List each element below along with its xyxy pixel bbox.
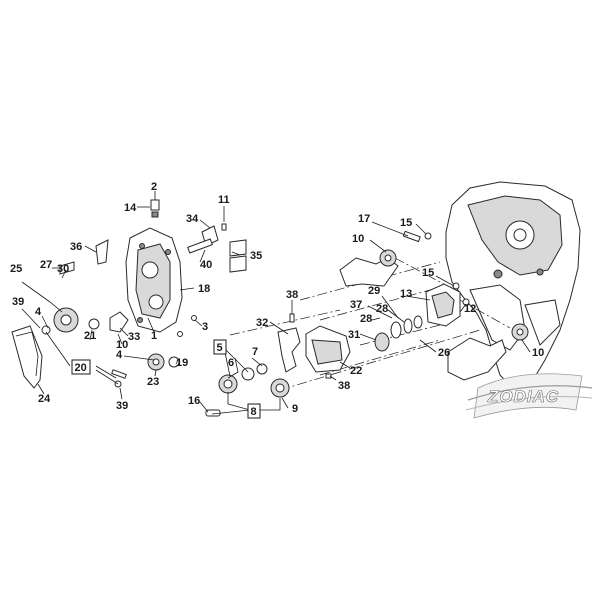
callout-10c: 10 xyxy=(532,347,544,359)
callout-9: 9 xyxy=(292,403,298,415)
callout-39b: 39 xyxy=(116,400,128,412)
bolts-lower-left xyxy=(111,369,127,388)
camshafts xyxy=(339,249,529,381)
callout-19: 19 xyxy=(176,357,188,369)
cam-sprocket xyxy=(41,307,79,335)
callout-28b: 28 xyxy=(360,313,372,325)
callout-4b: 4 xyxy=(116,349,123,361)
callout-39a: 39 xyxy=(12,296,24,308)
crank-sprocket xyxy=(147,353,180,371)
callout-36: 36 xyxy=(70,241,82,253)
callout-18: 18 xyxy=(198,283,210,295)
cam-support-plate xyxy=(125,227,183,333)
oil-pump-assembly xyxy=(205,363,290,417)
callout-32: 32 xyxy=(256,317,268,329)
callout-12: 12 xyxy=(464,303,476,315)
callout-11: 11 xyxy=(218,194,230,206)
callout-29: 29 xyxy=(368,285,380,297)
boxed-callout-label-8: 8 xyxy=(251,406,257,418)
callout-25: 25 xyxy=(10,263,22,275)
callout-40: 40 xyxy=(200,259,212,271)
chain-tensioner xyxy=(277,313,351,379)
callout-22: 22 xyxy=(350,365,362,377)
callout-15b: 15 xyxy=(422,267,434,279)
boxed-callout-8: 8 xyxy=(247,403,261,419)
callout-16: 16 xyxy=(188,395,200,407)
callout-17: 17 xyxy=(358,213,370,225)
callout-3: 3 xyxy=(202,321,208,333)
callout-15a: 15 xyxy=(400,217,412,229)
zodiac-logo: ZODIAC xyxy=(465,373,593,419)
callout-24: 24 xyxy=(38,393,51,405)
callout-10b: 10 xyxy=(352,233,364,245)
callout-34: 34 xyxy=(186,213,199,225)
leader-lines xyxy=(21,191,531,413)
box-connector-lines xyxy=(45,331,281,415)
boxed-callout-20: 20 xyxy=(71,359,91,375)
callout-1: 1 xyxy=(151,330,157,342)
callout-35: 35 xyxy=(250,250,262,262)
callout-26: 26 xyxy=(438,347,450,359)
callout-37: 37 xyxy=(350,299,362,311)
boxed-callout-label-20: 20 xyxy=(75,362,87,374)
callout-31: 31 xyxy=(348,329,360,341)
primary-cam-chain xyxy=(11,325,43,389)
callout-21: 21 xyxy=(84,330,96,342)
callout-14: 14 xyxy=(124,202,137,214)
callout-30: 30 xyxy=(57,263,69,275)
callout-10a: 10 xyxy=(116,339,128,351)
callout-4a: 4 xyxy=(35,306,42,318)
oil-pump xyxy=(374,230,470,352)
boxed-callout-label-5: 5 xyxy=(217,342,223,354)
logo-text: ZODIAC xyxy=(487,387,559,406)
boxed-callout-5: 5 xyxy=(213,339,227,355)
callout-38b: 38 xyxy=(338,380,350,392)
callout-6: 6 xyxy=(228,357,234,369)
callout-7: 7 xyxy=(252,346,258,358)
small-parts-left xyxy=(59,199,247,337)
callout-38a: 38 xyxy=(286,289,298,301)
callout-23: 23 xyxy=(147,376,159,388)
callout-2: 2 xyxy=(151,181,157,193)
callout-27: 27 xyxy=(40,259,52,271)
callout-28a: 28 xyxy=(376,303,388,315)
callout-13: 13 xyxy=(400,288,412,300)
callout-33: 33 xyxy=(128,331,140,343)
